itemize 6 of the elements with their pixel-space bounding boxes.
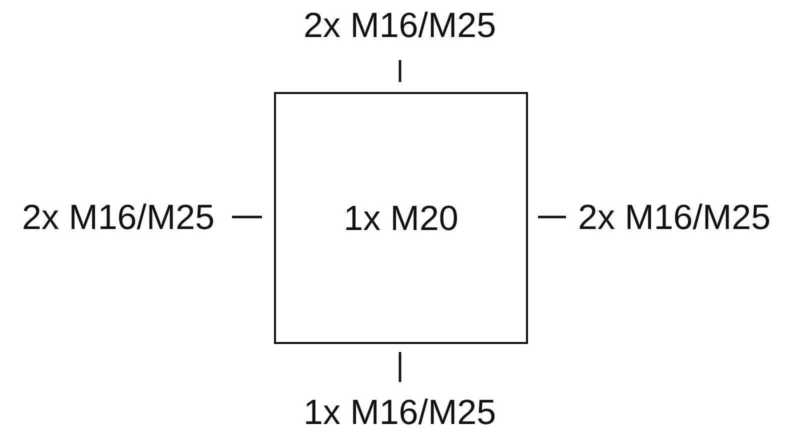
entry-label: 1x M20 <box>344 200 458 236</box>
cable-entry-label: 2x M16/M25 <box>304 8 496 42</box>
cable-entry-label: 1x M16/M25 <box>304 394 496 430</box>
cable-entry-label: 2x M16/M25 <box>22 200 215 234</box>
cable-entry-label: 2x M16/M25 <box>578 200 771 234</box>
enclosure-box <box>274 92 528 344</box>
